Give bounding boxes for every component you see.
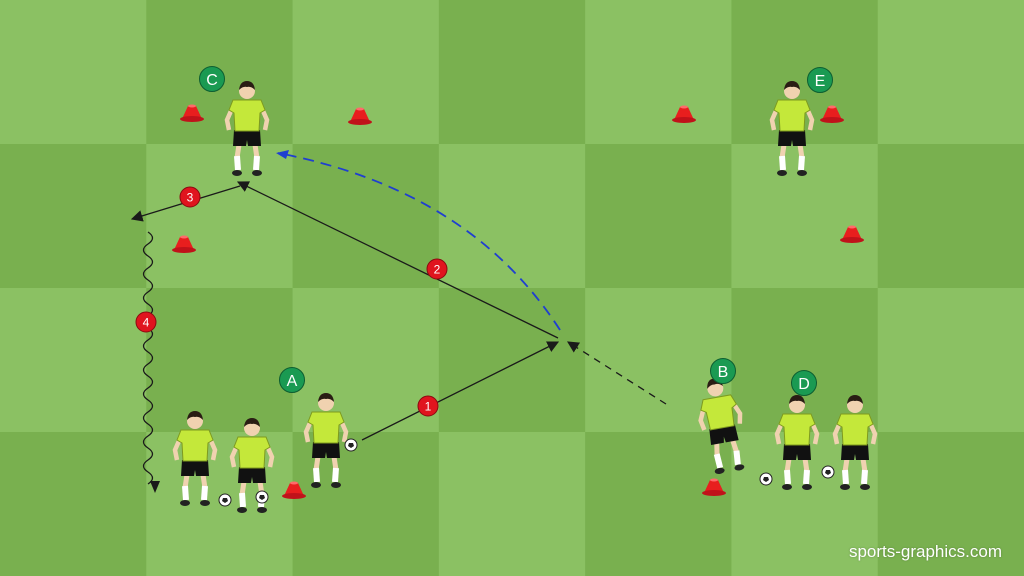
- grass-tile: [438, 432, 587, 576]
- grass-tile: [877, 288, 1024, 433]
- grass-tile: [292, 288, 440, 433]
- badge-label: A: [287, 373, 298, 390]
- grass-tile: [877, 432, 1024, 576]
- grass-tile: [585, 432, 733, 576]
- player-badges: C E A B D: [199, 66, 833, 396]
- watermark: sports-graphics.com: [848, 542, 1002, 561]
- ball: [255, 490, 269, 504]
- grass-tile: [585, 144, 733, 289]
- step-badge-1: 1: [417, 395, 439, 417]
- grass-tile: [877, 144, 1024, 289]
- step-label: 1: [425, 400, 432, 414]
- badge-player-c: C: [199, 66, 225, 92]
- step-label: 3: [187, 191, 194, 205]
- run-arrow-b: [567, 341, 667, 405]
- grass-tile: [877, 0, 1024, 145]
- ball: [759, 472, 773, 486]
- badge-label: B: [718, 364, 729, 381]
- grass-tile: [438, 288, 587, 433]
- step-label: 2: [434, 263, 441, 277]
- ball-path-arrowhead: [276, 150, 289, 159]
- step-badge-4: 4: [135, 311, 157, 333]
- badge-player-a: A: [279, 367, 305, 393]
- grass-tile: [146, 144, 294, 289]
- ball: [218, 493, 232, 507]
- grass-tile: [731, 0, 879, 145]
- grass-tile: [0, 288, 148, 433]
- badge-player-e: E: [807, 67, 833, 93]
- grass-tile: [585, 0, 733, 145]
- badge-label: D: [798, 376, 810, 393]
- ball: [344, 438, 358, 452]
- step-label: 4: [143, 316, 150, 330]
- dribble-path: [142, 231, 154, 485]
- grass-tile: [438, 0, 587, 145]
- grass-tile: [0, 0, 148, 145]
- badge-player-b: B: [710, 358, 736, 384]
- grass-tile: [731, 144, 879, 289]
- grass-tile: [292, 144, 440, 289]
- pass-arrow-2: [236, 181, 559, 339]
- grass-tile: [438, 144, 587, 289]
- ball-path-dashed: [277, 152, 561, 331]
- grass-tile: [0, 144, 148, 289]
- step-badge-2: 2: [426, 258, 448, 280]
- grass-tile: [0, 432, 148, 576]
- step-badges: 1 2 3 4: [135, 186, 448, 417]
- grass-tile: [146, 288, 294, 433]
- badge-player-d: D: [791, 370, 817, 396]
- pass-arrow-1: [361, 341, 560, 441]
- step-badge-3: 3: [179, 186, 201, 208]
- badge-label: E: [815, 73, 826, 90]
- badge-label: C: [206, 72, 218, 89]
- dribble-arrowhead: [150, 481, 160, 493]
- ball: [821, 465, 835, 479]
